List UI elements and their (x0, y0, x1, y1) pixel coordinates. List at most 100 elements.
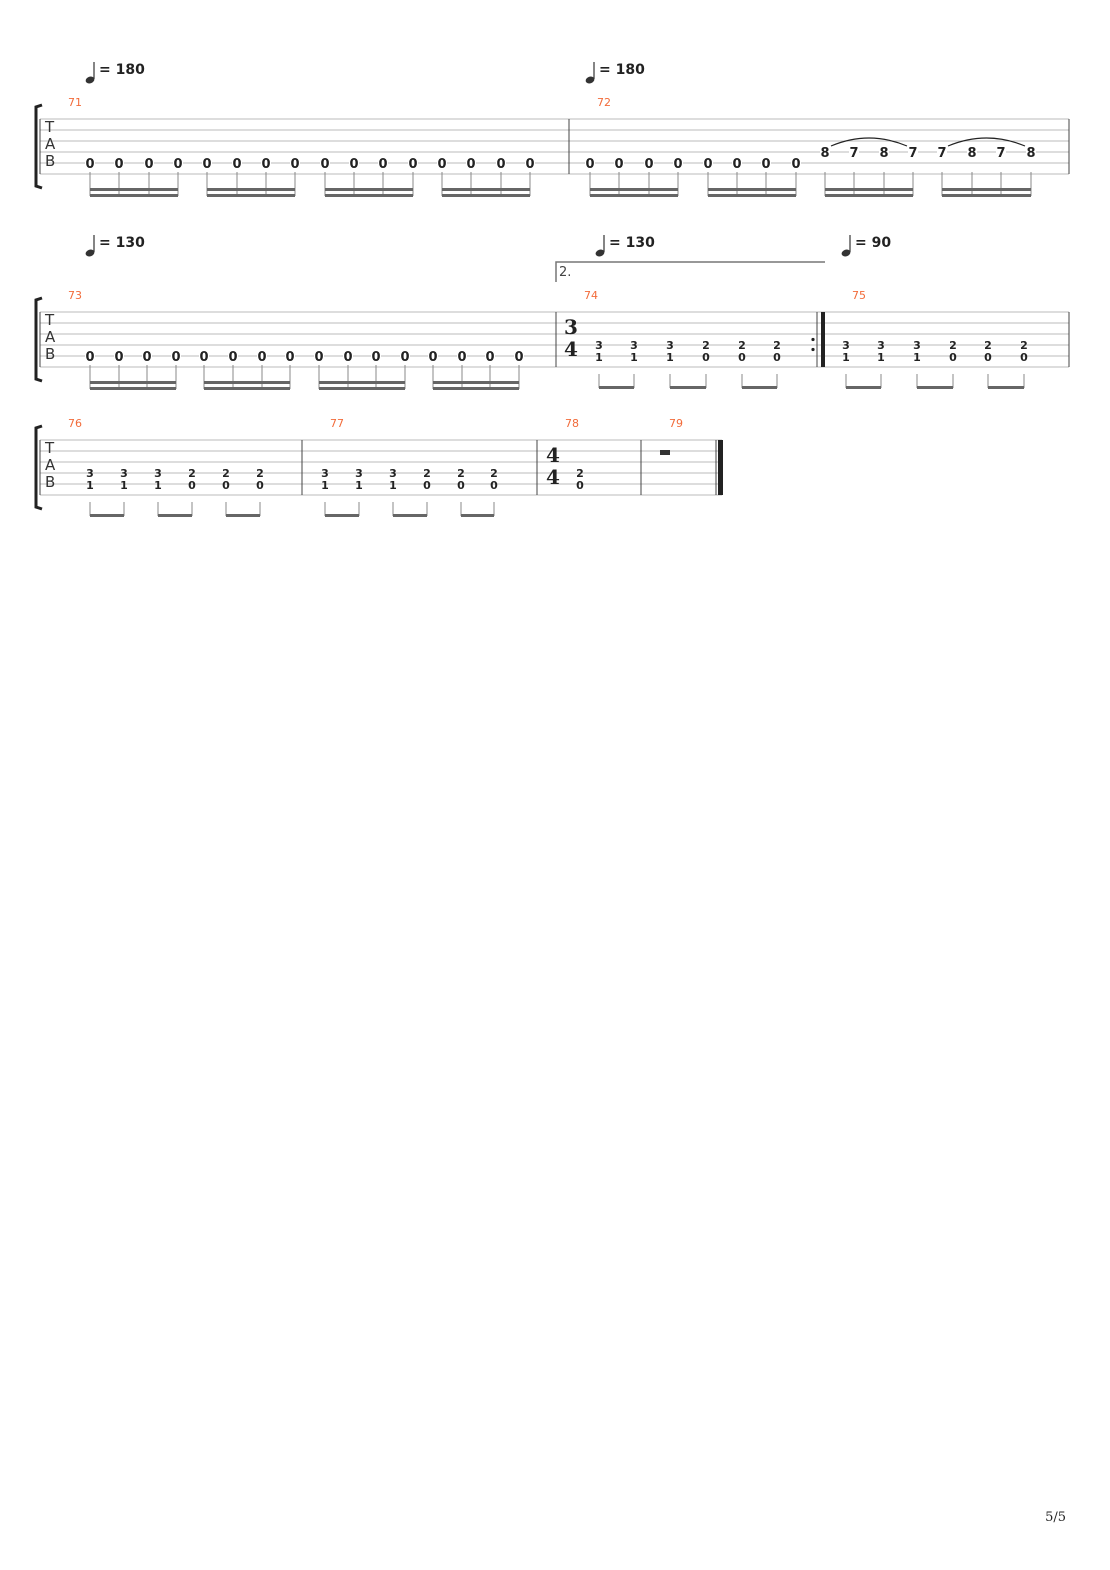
fret-number: 0 (202, 157, 211, 172)
fret-bg (320, 156, 330, 169)
fret-bg (496, 156, 506, 169)
fret-number: 0 (457, 350, 466, 365)
fret-number: 1 (666, 351, 674, 364)
fret-number: 0 (400, 350, 409, 365)
fret-number: 3 (595, 339, 603, 352)
bar-number: 72 (597, 96, 611, 109)
tab-clef-letter: T (44, 311, 55, 329)
fret-number: 2 (949, 339, 957, 352)
fret-bg (378, 156, 388, 169)
fret-number: 1 (595, 351, 603, 364)
fret-number: 2 (423, 467, 431, 480)
tab-clef-letter: A (45, 135, 56, 153)
tab-clef-letter: T (44, 118, 55, 136)
fret-bg (514, 349, 524, 362)
bar-number: 78 (565, 417, 579, 430)
bar-number: 77 (330, 417, 344, 430)
fret-number: 0 (490, 479, 498, 492)
fret-number: 0 (349, 157, 358, 172)
fret-bg (820, 145, 830, 158)
beam (319, 387, 405, 390)
quarter-note-icon (841, 249, 851, 257)
fret-bg (114, 156, 124, 169)
fret-number: 1 (913, 351, 921, 364)
fret-number: 0 (228, 350, 237, 365)
time-signature-digit: 4 (546, 465, 560, 489)
fret-number: 0 (791, 157, 800, 172)
fret-number: 3 (913, 339, 921, 352)
beam (825, 194, 913, 197)
fret-number: 0 (371, 350, 380, 365)
system-bracket (34, 296, 43, 383)
repeat-dot (811, 347, 815, 352)
fret-number: 1 (120, 479, 128, 492)
fret-bg (400, 349, 410, 362)
fret-number: 0 (703, 157, 712, 172)
fret-number: 0 (320, 157, 329, 172)
fret-bg (85, 156, 95, 169)
volta-bracket (555, 261, 825, 282)
fret-number: 0 (285, 350, 294, 365)
fret-number: 0 (732, 157, 741, 172)
fret-number: 0 (171, 350, 180, 365)
fret-number: 0 (761, 157, 770, 172)
fret-bg (285, 349, 295, 362)
fret-number: 0 (232, 157, 241, 172)
beam (207, 194, 295, 197)
beam (90, 387, 176, 390)
tab-clef-letter: T (44, 439, 55, 457)
fret-bg (791, 156, 801, 169)
beam (742, 386, 777, 389)
beam (442, 188, 530, 191)
fret-bg (228, 349, 238, 362)
time-signature-digit: 3 (564, 315, 578, 339)
fret-bg (761, 156, 771, 169)
tab-clef-letter: B (45, 345, 55, 363)
fret-bg (644, 156, 654, 169)
beam (325, 194, 413, 197)
fret-number: 0 (525, 157, 534, 172)
fret-number: 0 (949, 351, 957, 364)
fret-number: 1 (355, 479, 363, 492)
fret-bg (703, 156, 713, 169)
fret-bg (85, 349, 95, 362)
beam (207, 188, 295, 191)
system-bracket (34, 424, 43, 511)
fret-bg (437, 156, 447, 169)
slur (947, 137, 1026, 147)
beam (942, 188, 1031, 191)
beam (226, 514, 260, 517)
fret-number: 0 (188, 479, 196, 492)
time-signature-digit: 4 (564, 337, 578, 361)
quarter-note-icon (85, 76, 95, 84)
fret-number: 0 (144, 157, 153, 172)
beam (708, 188, 796, 191)
fret-number: 1 (389, 479, 397, 492)
fret-bg (290, 156, 300, 169)
fret-bg (343, 349, 353, 362)
volta-label: 2. (559, 265, 571, 280)
fret-number: 0 (256, 479, 264, 492)
fret-bg (732, 156, 742, 169)
fret-bg (428, 349, 438, 362)
fret-number: 0 (984, 351, 992, 364)
fret-number: 0 (142, 350, 151, 365)
fret-bg (466, 156, 476, 169)
fret-number: 0 (222, 479, 230, 492)
beam (846, 386, 881, 389)
fret-number: 2 (576, 467, 584, 480)
beam (90, 514, 124, 517)
fret-bg (202, 156, 212, 169)
fret-number: 1 (154, 479, 162, 492)
fret-number: 0 (437, 157, 446, 172)
fret-bg (173, 156, 183, 169)
fret-number: 0 (314, 350, 323, 365)
fret-number: 0 (114, 350, 123, 365)
system-bracket (34, 103, 43, 190)
fret-number: 0 (514, 350, 523, 365)
fret-number: 2 (773, 339, 781, 352)
fret-number: 0 (457, 479, 465, 492)
fret-number: 3 (355, 467, 363, 480)
fret-number: 3 (321, 467, 329, 480)
fret-bg (142, 349, 152, 362)
